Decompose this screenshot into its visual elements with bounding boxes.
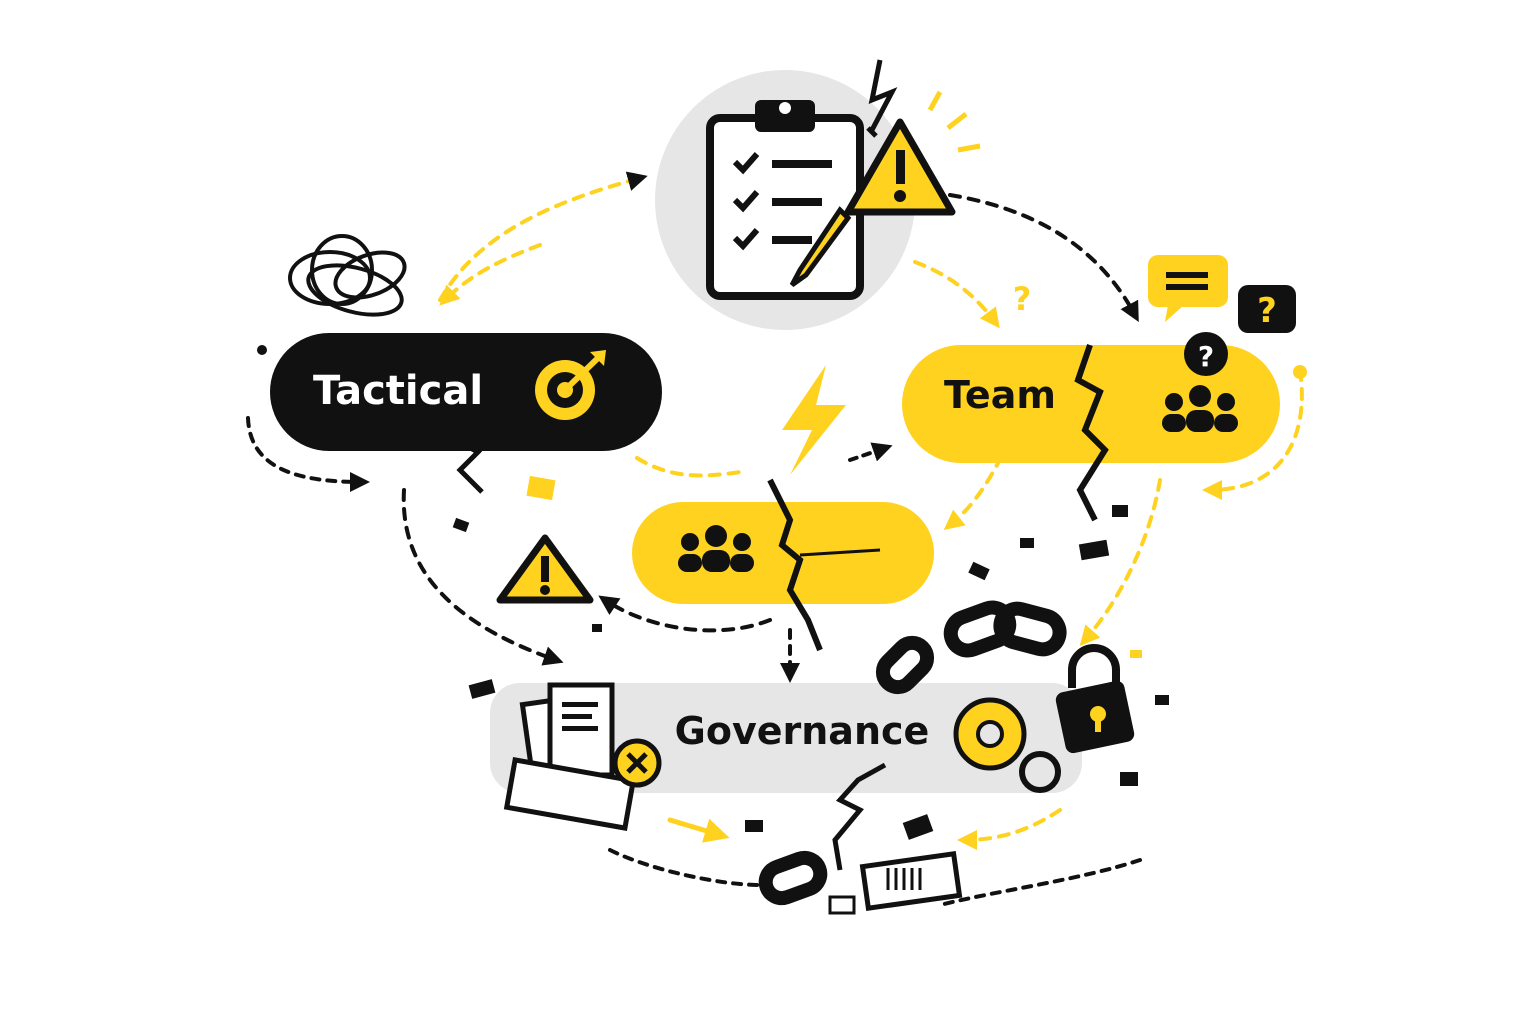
governance-label: Governance [675,709,930,753]
svg-text:?: ? [1013,280,1032,318]
tangle-icon [290,236,411,324]
center-team-node [632,480,934,650]
lightning-icon [782,365,846,475]
card-icon [863,854,960,908]
governance-node [490,683,1082,828]
padlock-icon [1054,648,1135,755]
team-label: Team [944,373,1056,417]
svg-text:?: ? [1198,340,1214,373]
warning-icon [500,538,590,600]
svg-text:?: ? [1257,291,1277,331]
tactical-label: Tactical [313,368,483,414]
speech-bubble-icon [1148,255,1228,322]
